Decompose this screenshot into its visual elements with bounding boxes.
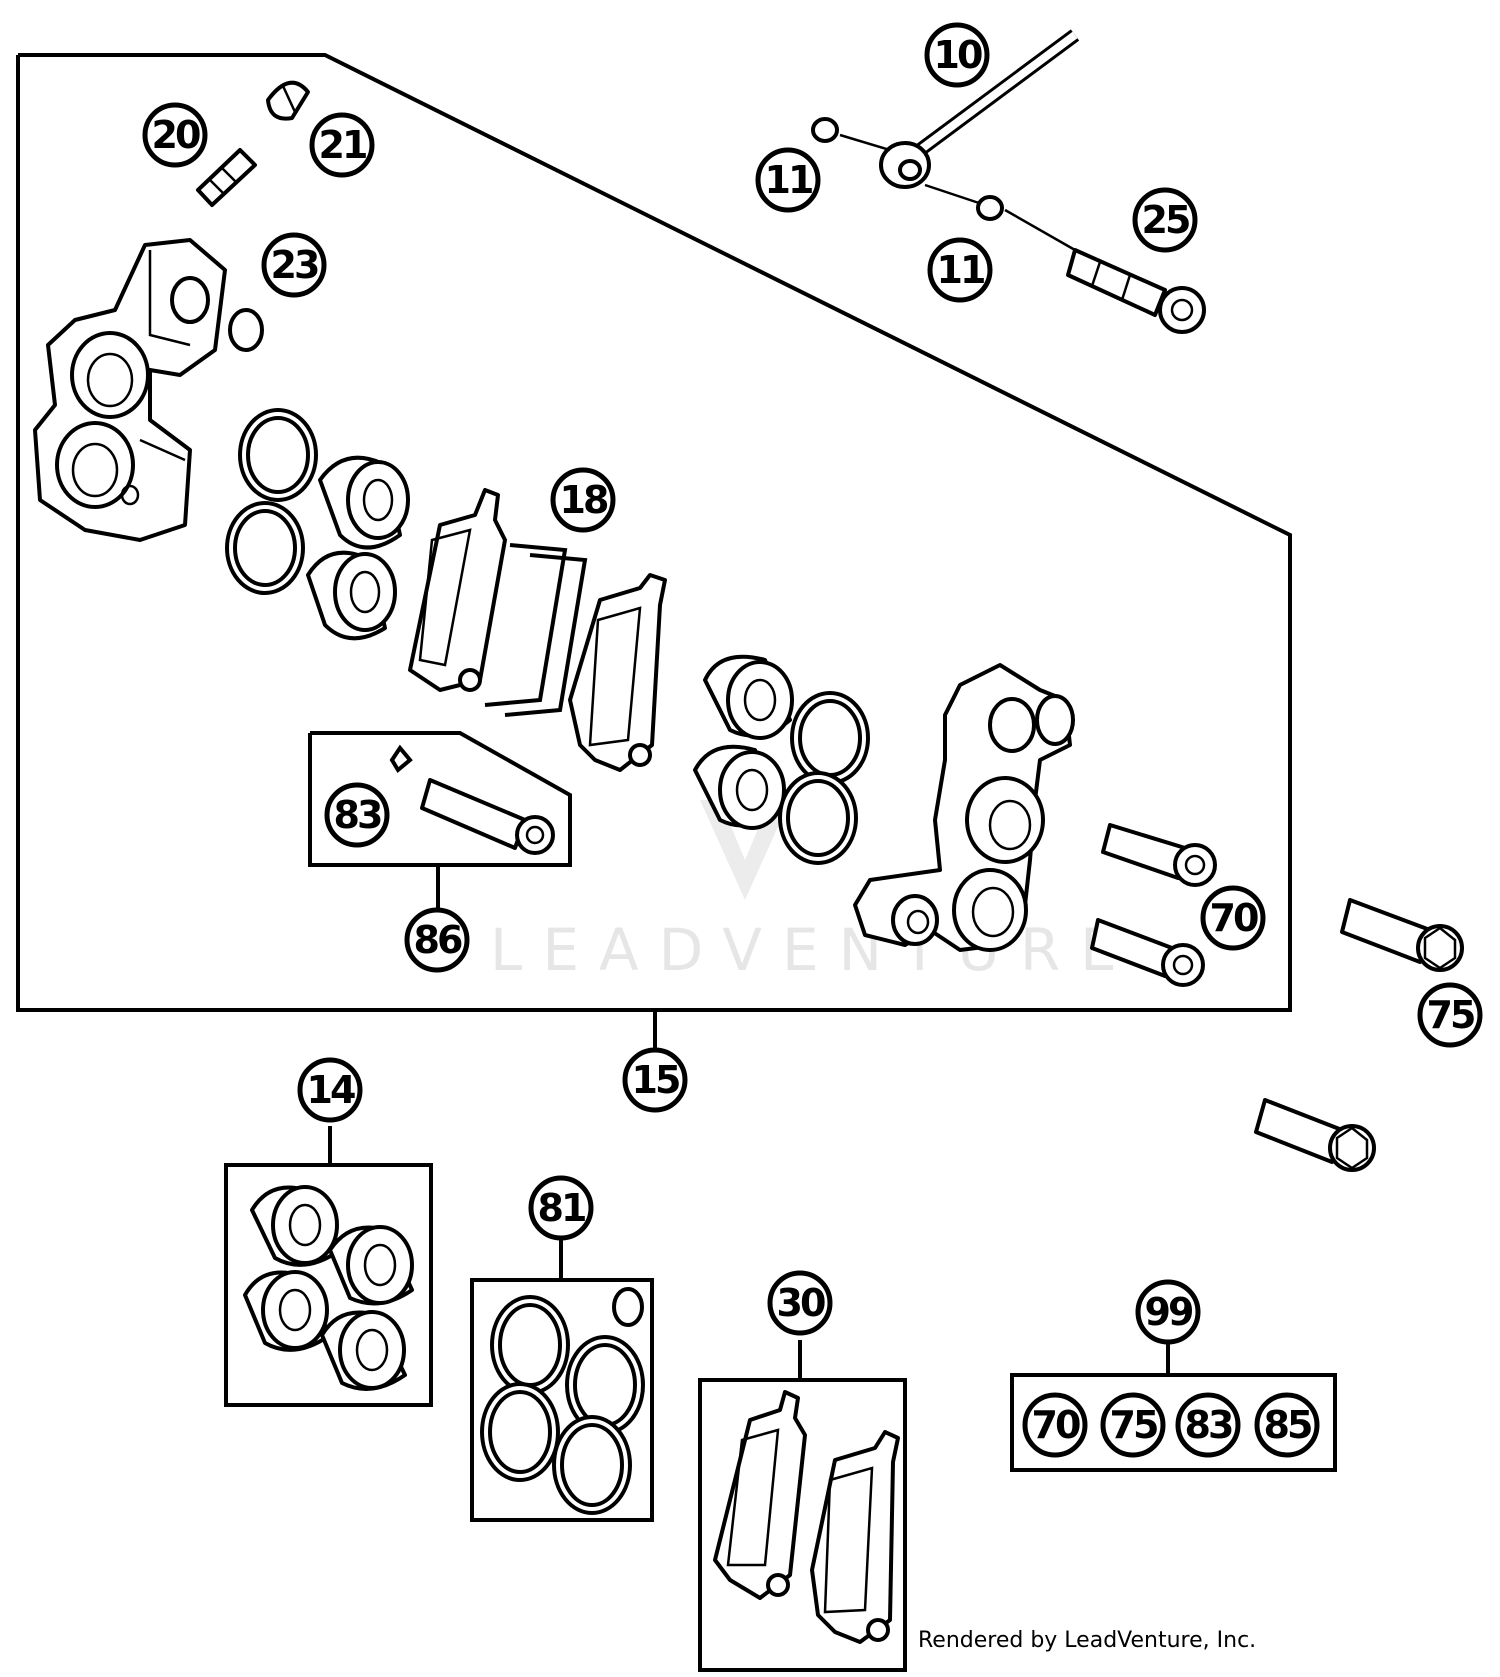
render-credit: Rendered by LeadVenture, Inc. (918, 1628, 1257, 1653)
svg-text:15: 15 (632, 1058, 679, 1102)
callout-23: 23 (261, 232, 327, 298)
piston-seals-right (778, 691, 870, 865)
caliper-bolt-70-upper (1101, 823, 1217, 887)
svg-text:86: 86 (414, 918, 462, 962)
svg-text:11: 11 (937, 248, 984, 292)
callout-11-upper: 11 (755, 147, 821, 213)
pin-kit-frame-86 (308, 731, 572, 867)
svg-text:23: 23 (271, 243, 318, 287)
callout-25: 25 (1132, 187, 1198, 253)
callout-99-85: 85 (1254, 1392, 1320, 1458)
banjo-bolt-25 (1066, 248, 1206, 334)
brake-hose-10 (811, 29, 1080, 252)
svg-text:75: 75 (1110, 1403, 1157, 1447)
callout-70: 70 (1200, 885, 1266, 951)
svg-text:20: 20 (152, 113, 200, 157)
assembly-frame-15 (16, 53, 1292, 1012)
callout-21: 21 (309, 112, 375, 178)
callout-81: 81 (528, 1175, 594, 1241)
callout-75: 75 (1417, 982, 1483, 1048)
caliper-half-right (853, 663, 1075, 952)
callout-86: 86 (404, 907, 470, 973)
pistons-left (306, 455, 410, 641)
svg-text:83: 83 (1185, 1403, 1232, 1447)
pistons-right (693, 654, 794, 830)
svg-text:85: 85 (1264, 1403, 1311, 1447)
brake-pad-left (408, 488, 507, 692)
caliper-bolt-70-lower (1090, 918, 1205, 987)
callout-99: 99 (1135, 1279, 1201, 1345)
callout-20: 20 (142, 102, 208, 168)
bleeder-valve-20 (196, 148, 257, 207)
callout-18: 18 (550, 467, 616, 533)
o-ring-23 (228, 308, 264, 352)
bleeder-cap-21 (266, 80, 310, 121)
callout-99-75: 75 (1100, 1392, 1166, 1458)
pin-clip-83 (389, 744, 413, 774)
pad-spring-18 (484, 543, 588, 717)
watermark-text: LEADVENTURE (490, 916, 1137, 984)
svg-text:81: 81 (538, 1186, 585, 1230)
svg-text:14: 14 (307, 1068, 355, 1112)
pad-kit-frame-30 (698, 1378, 907, 1672)
callout-11-lower: 11 (927, 237, 993, 303)
piston-kit-pistons (243, 1185, 414, 1391)
caliper-half-left (33, 238, 227, 542)
svg-text:75: 75 (1427, 993, 1474, 1037)
svg-text:99: 99 (1145, 1290, 1193, 1334)
svg-text:10: 10 (934, 33, 982, 77)
svg-text:11: 11 (765, 158, 812, 202)
callout-30: 30 (767, 1270, 833, 1336)
svg-text:25: 25 (1142, 198, 1189, 242)
svg-text:30: 30 (777, 1281, 825, 1325)
callout-10: 10 (924, 22, 990, 88)
piston-seals-left (225, 408, 318, 595)
svg-text:70: 70 (1210, 896, 1258, 940)
callout-14: 14 (297, 1057, 363, 1123)
svg-text:83: 83 (334, 793, 381, 837)
seal-kit-rings (480, 1287, 645, 1515)
svg-text:21: 21 (319, 123, 366, 167)
svg-text:18: 18 (560, 478, 608, 522)
mounting-bolt-75-upper (1340, 898, 1464, 972)
mounting-bolt-75-lower (1254, 1098, 1376, 1172)
pad-kit-pads (713, 1390, 900, 1644)
brake-pad-right (568, 573, 667, 772)
callout-15: 15 (622, 1047, 688, 1113)
hardware-kit-frame-99 (1010, 1373, 1337, 1472)
callout-99-83: 83 (1175, 1392, 1241, 1458)
svg-text:70: 70 (1032, 1403, 1080, 1447)
callout-99-70: 70 (1022, 1392, 1088, 1458)
callout-83: 83 (324, 782, 390, 848)
pad-pin-85 (420, 778, 555, 855)
